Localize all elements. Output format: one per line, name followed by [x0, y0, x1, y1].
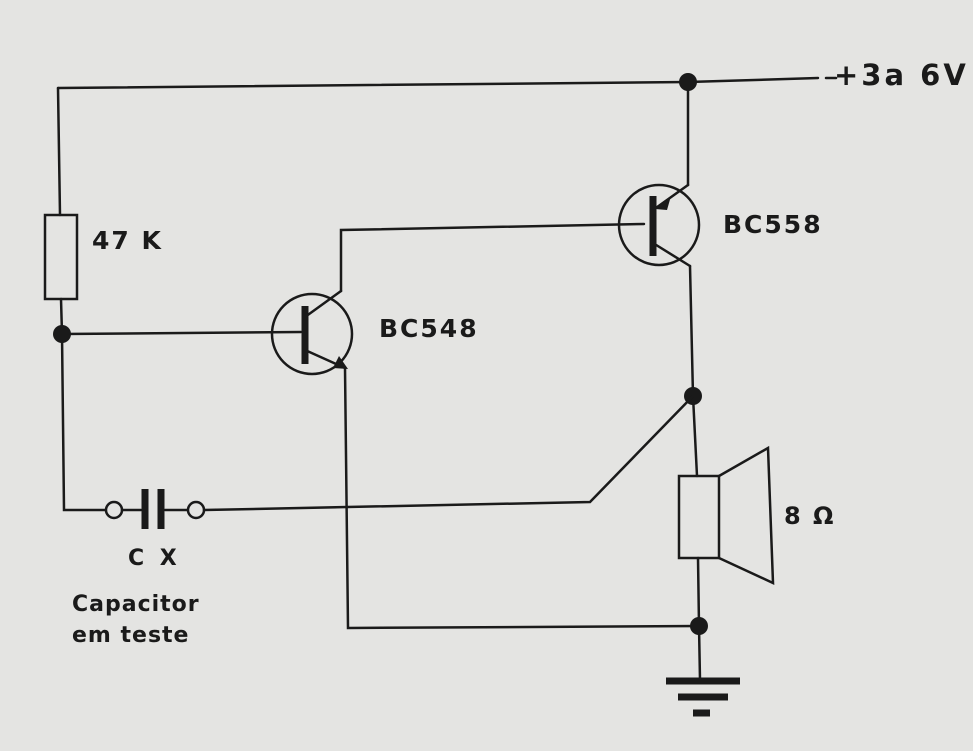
speaker-8ohm [677, 445, 775, 585]
supply-voltage-label: +3a 6V [834, 58, 969, 92]
left-wire-middle [59, 297, 108, 512]
junction-supply [679, 73, 697, 91]
junction-ground [690, 617, 708, 635]
bc558-label: BC558 [723, 210, 823, 239]
supply-rail-wire [56, 76, 820, 90]
left-wire-top [56, 86, 62, 217]
npn-base-wire [60, 330, 303, 336]
speaker-impedance-label: 8 Ω [784, 502, 836, 530]
capacitor-return-wire [202, 394, 695, 512]
pnp-collector-wire [688, 264, 699, 478]
capacitor-desc-line1: Capacitor [72, 592, 200, 617]
capacitor-desc-line2: em teste [72, 623, 190, 648]
bc548-label: BC548 [379, 314, 479, 343]
capacitor-under-test [104, 489, 206, 529]
resistor-value-label: 47 K [92, 226, 163, 255]
transistor-bc548 [270, 289, 354, 376]
npn-emitter-wire [343, 366, 701, 630]
resistor-47k [43, 213, 79, 301]
npn-collector-wire [339, 222, 646, 293]
ground-symbol [666, 677, 740, 717]
transistor-bc558 [617, 183, 701, 268]
capacitor-id-label: C X [128, 546, 181, 571]
